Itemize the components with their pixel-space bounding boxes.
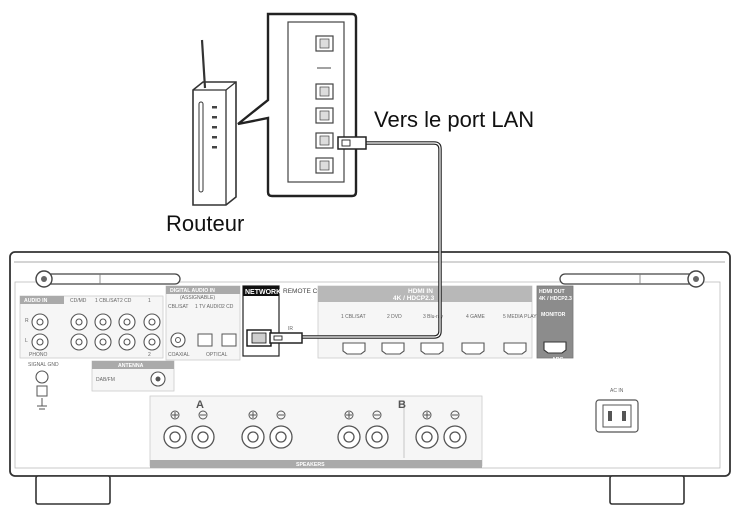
speaker-zone-a-label: A <box>196 399 204 411</box>
dab-fm-label: DAB/FM <box>96 377 115 383</box>
rj45-plug-icon <box>337 136 367 150</box>
lan-port-icon <box>315 35 334 52</box>
digital-input-label: 2 CD <box>222 304 234 310</box>
hdmi-in-sub: 4K / HDCP2.3 <box>393 295 435 302</box>
audio-ch-right-label: L <box>25 338 28 344</box>
phono-label: PHONO <box>29 352 47 358</box>
receiver-foot <box>35 475 685 505</box>
speakers-section: SPEAKERS A B <box>149 395 483 468</box>
audio-input-label: 1 <box>148 298 151 304</box>
monitor-label: MONITOR <box>541 312 566 318</box>
digital-input-label: 1 TV AUDIO <box>195 304 223 310</box>
digital-audio-sub: (ASSIGNABLE) <box>180 295 215 301</box>
speakers-label: SPEAKERS <box>296 462 325 468</box>
optical-jack-icon <box>197 333 213 347</box>
lan-port-icon <box>315 107 334 124</box>
hdmi-out-label: HDMI OUT <box>539 289 565 295</box>
router-antenna <box>200 39 207 89</box>
audio-input-label: 1 CBL/SAT <box>95 298 120 304</box>
ac-in-label: AC IN <box>610 388 624 394</box>
hdmi-port-icon <box>342 342 527 355</box>
polarity-icons <box>170 410 460 420</box>
audio-ch-left-label: R <box>25 318 29 324</box>
hdmi-input-label: 2 DVD <box>387 314 402 320</box>
router <box>192 39 237 206</box>
digital-audio-label: DIGITAL AUDIO IN <box>170 288 215 294</box>
remote-ir-label: IR <box>288 326 293 332</box>
digital-input-label: CBL/SAT <box>168 304 188 310</box>
audio-in-label: AUDIO IN <box>24 298 48 304</box>
hdmi-in-section: HDMI IN 4K / HDCP2.3 1 CBL/SAT 2 DVD 3 B… <box>317 285 544 359</box>
rca-jack-icon <box>31 313 161 351</box>
router-ports-zoom <box>237 12 358 198</box>
rj45-plug-icon <box>269 332 303 344</box>
wireless-antenna-left <box>35 270 181 288</box>
av-receiver-rear-panel: AUDIO IN CD/MD 1 CBL/SAT 2 CD 1 2 PHONO … <box>9 251 731 505</box>
ac-in-section: AC IN <box>595 388 639 433</box>
audio-input-label: CD/MD <box>70 298 87 304</box>
audio-input-label: 2 <box>148 352 151 358</box>
optical-jack-icon <box>221 333 237 347</box>
hdmi-in-label: HDMI IN <box>408 288 433 295</box>
router-caption: Routeur <box>166 211 244 236</box>
wireless-antenna-right <box>559 270 705 288</box>
signal-gnd-label: SIGNAL GND <box>28 362 59 368</box>
digital-audio-section: DIGITAL AUDIO IN (ASSIGNABLE) CBL/SAT 1 … <box>165 285 241 361</box>
router-lan-ports <box>315 35 334 174</box>
lan-port-icon <box>315 83 334 100</box>
ground-icon <box>37 398 47 410</box>
hdmi-out-sub: 4K / HDCP2.3 <box>539 296 572 302</box>
antenna-label: ANTENNA <box>118 363 144 369</box>
network-label: NETWORK <box>245 289 281 296</box>
hdmi-input-label: 4 GAME <box>466 314 486 320</box>
speaker-terminal-icon <box>163 425 467 449</box>
audio-input-label: 2 CD <box>120 298 132 304</box>
arc-label: ARC <box>552 357 563 363</box>
optical-label: OPTICAL <box>206 352 228 358</box>
hdmi-input-label: 5 MEDIA PLAYER <box>503 314 544 320</box>
lan-port-icon <box>315 132 334 149</box>
lan-port-caption: Vers le port LAN <box>374 107 534 132</box>
audio-in-section: AUDIO IN CD/MD 1 CBL/SAT 2 CD 1 2 PHONO … <box>19 295 164 359</box>
signal-gnd-terminal: SIGNAL GND <box>28 362 59 410</box>
lan-port-icon <box>315 157 334 174</box>
remote-control-label: REMOTE CONTROL <box>283 288 345 295</box>
lan-cable <box>269 136 442 344</box>
speaker-zone-b-label: B <box>398 399 406 411</box>
antenna-section: ANTENNA DAB/FM <box>91 360 175 392</box>
network-port-section: NETWORK <box>242 285 281 357</box>
hdmi-out-section: HDMI OUT 4K / HDCP2.3 MONITOR ARC <box>536 285 574 363</box>
hdmi-input-label: 1 CBL/SAT <box>341 314 366 320</box>
remote-control-section: REMOTE CONTROL IR <box>283 288 345 332</box>
hdmi-port-icon <box>543 341 567 354</box>
hdmi-input-label: 3 Blu-ray <box>423 314 444 320</box>
coaxial-label: COAXIAL <box>168 352 190 358</box>
